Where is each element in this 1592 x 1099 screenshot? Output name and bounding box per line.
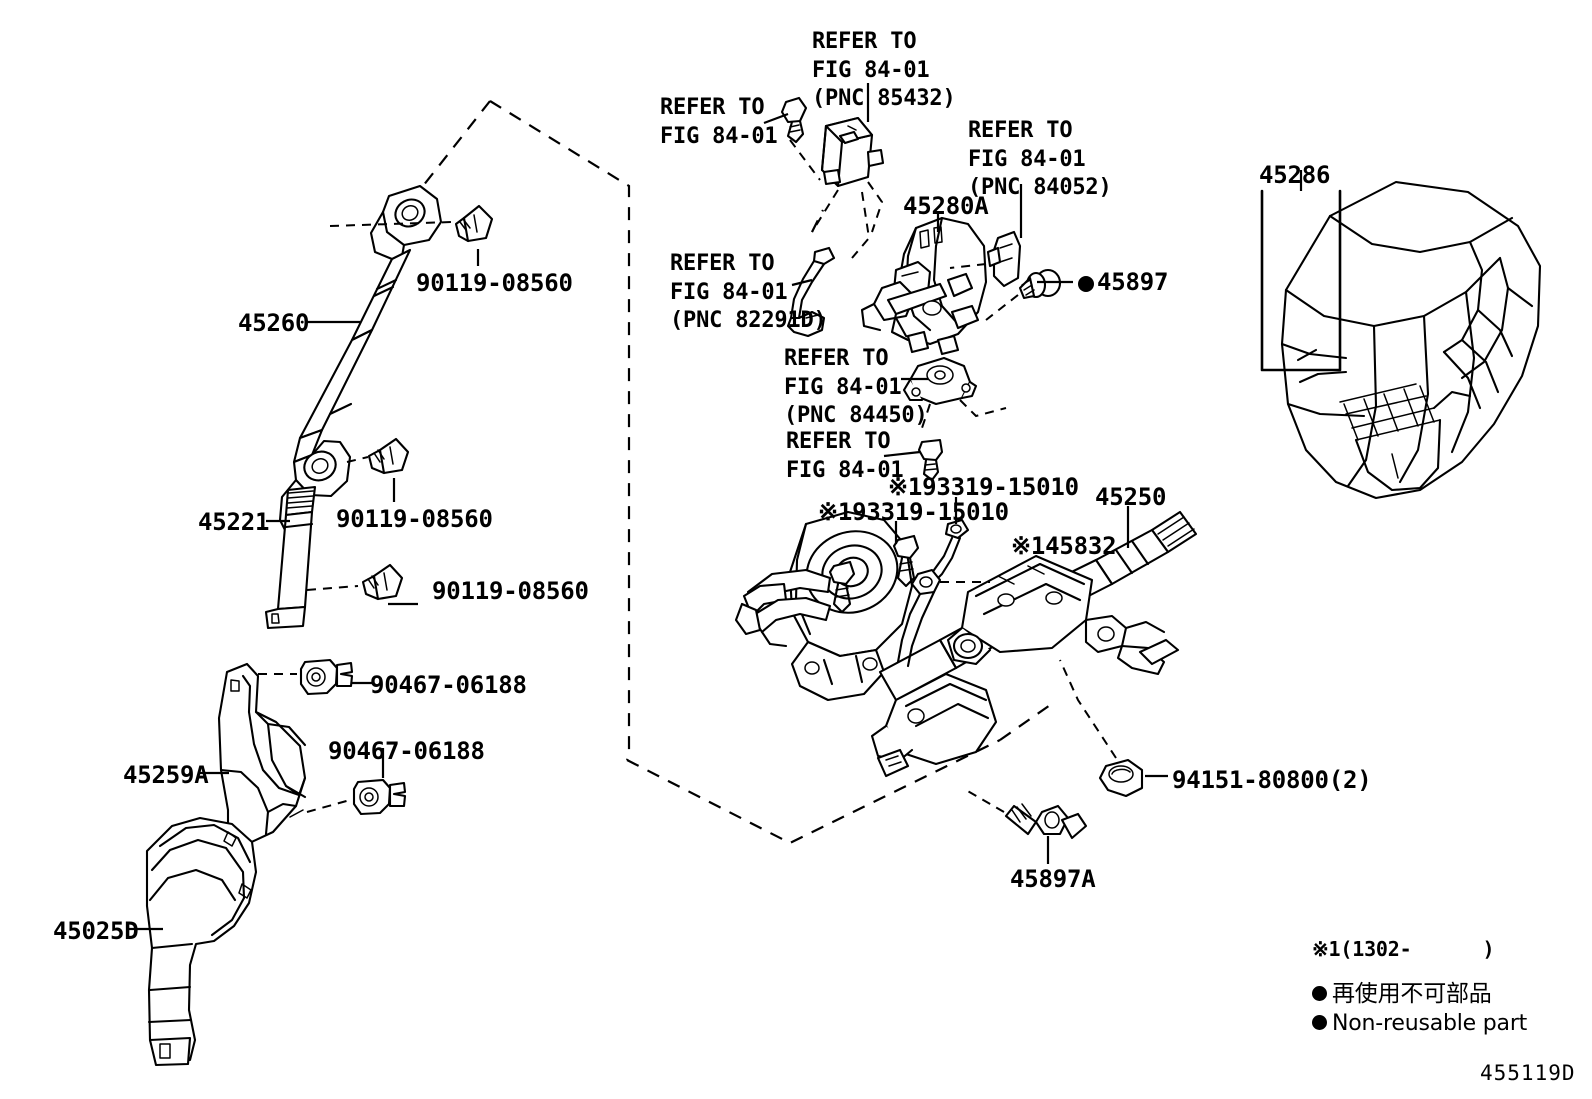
label-45280a: 45280A <box>903 192 989 220</box>
label-94151-80800: 94151-80800(2) <box>1172 766 1372 794</box>
art-switch-85432 <box>820 116 885 188</box>
label-90119-08560-upper: 90119-08560 <box>416 269 573 297</box>
label-45832: ※145832 <box>1011 532 1117 560</box>
refer-fig-84-01-bottom: REFER TO FIG 84-01 <box>786 429 904 483</box>
label-90119-08560-lower: 90119-08560 <box>432 577 589 605</box>
legend-nonreusable-en: Non-reusable part <box>1312 1010 1527 1039</box>
label-93319-15010-upper: ※193319-15010 <box>888 473 1079 501</box>
art-part-84450 <box>902 356 978 406</box>
legend-nonreusable-jp: 再使用不可部品 <box>1312 980 1492 1010</box>
art-wire-45832 <box>896 518 970 668</box>
art-bolt-45897a <box>1004 803 1088 840</box>
art-bolt-90119-c <box>361 563 404 601</box>
refer-fig-84-01-pnc-84450: REFER TO FIG 84-01 (PNC 84450) <box>784 346 928 429</box>
label-45221: 45221 <box>198 508 270 536</box>
art-wire-82291d <box>786 246 836 338</box>
legend-note-line: ※1(1302- ) <box>1312 937 1495 961</box>
label-45286: 45286 <box>1259 161 1331 189</box>
art-nut-94151 <box>1098 758 1144 798</box>
art-45221-shaft <box>264 485 317 630</box>
art-screw-93319-a <box>828 560 856 614</box>
diagram-number: 455119D <box>1480 1061 1576 1085</box>
nonreusable-bullet-icon <box>1078 276 1094 292</box>
label-90119-08560-middle: 90119-08560 <box>336 505 493 533</box>
art-45280a-lock <box>860 216 988 356</box>
label-45259a: 45259A <box>123 761 209 789</box>
label-45897: 45897 <box>1078 267 1168 298</box>
nonreusable-bullet-icon <box>1312 986 1327 1001</box>
label-45025d: 45025D <box>53 917 139 945</box>
art-eps-motor <box>734 510 914 702</box>
label-45897a: 45897A <box>1010 865 1096 893</box>
refer-fig-84-01-pnc-82291d: REFER TO FIG 84-01 (PNC 82291D) <box>670 251 827 334</box>
art-screw-93319-b <box>892 534 920 588</box>
art-screw-84-01-lower <box>917 438 944 482</box>
art-bracket-84052 <box>986 230 1022 288</box>
art-clip-90467-a <box>299 658 354 696</box>
art-bolt-45897 <box>1018 268 1062 300</box>
art-screw-top <box>780 96 808 144</box>
art-column-body-45250 <box>870 510 1198 778</box>
label-90467-06188-lower: 90467-06188 <box>328 737 485 765</box>
label-45250: 45250 <box>1095 483 1167 511</box>
refer-fig-84-01-pnc-85432: REFER TO FIG 84-01 (PNC 85432) <box>812 29 956 112</box>
art-clip-90467-b <box>352 778 407 816</box>
art-45286-cover <box>1280 180 1542 500</box>
art-45259a-bracket <box>217 662 307 848</box>
art-45025d-cover <box>145 816 258 1067</box>
label-90467-06188-upper: 90467-06188 <box>370 671 527 699</box>
art-bolt-90119-a <box>454 204 494 243</box>
nonreusable-bullet-icon <box>1312 1015 1327 1030</box>
label-93319-15010-lower: ※193319-15010 <box>818 498 1009 526</box>
label-45260: 45260 <box>238 309 310 337</box>
refer-fig-84-01-top: REFER TO FIG 84-01 <box>660 95 778 149</box>
art-bolt-90119-b <box>367 437 410 475</box>
refer-fig-84-01-pnc-84052: REFER TO FIG 84-01 (PNC 84052) <box>968 118 1112 201</box>
